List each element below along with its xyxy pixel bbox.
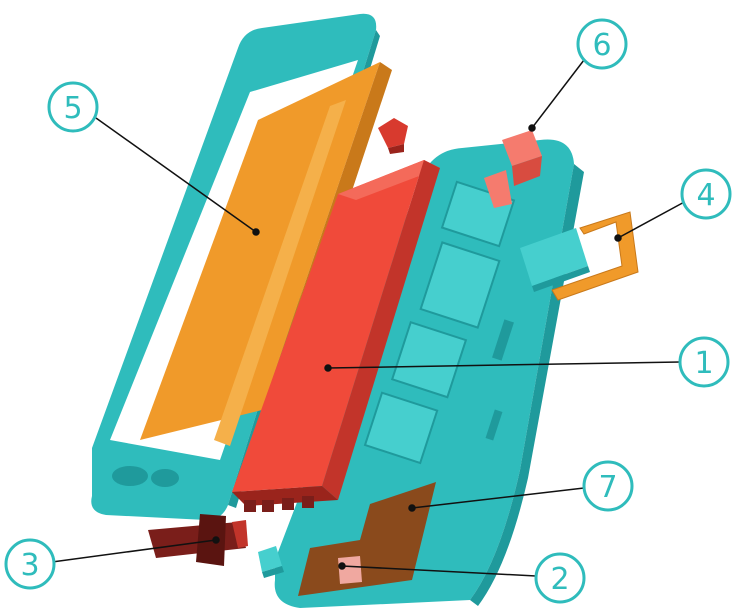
usb-port-part bbox=[148, 514, 248, 566]
callout-1-label: 1 bbox=[694, 346, 713, 381]
callout-2: 2 bbox=[536, 554, 584, 602]
callout-6-label: 6 bbox=[592, 28, 611, 63]
callout-2-label: 2 bbox=[550, 562, 569, 597]
callout-4-label: 4 bbox=[696, 178, 715, 213]
callout-4: 4 bbox=[682, 170, 730, 218]
callout-7-label: 7 bbox=[598, 470, 617, 505]
callout-5: 5 bbox=[49, 83, 97, 131]
leader-line-6 bbox=[532, 60, 584, 128]
callout-1: 1 bbox=[680, 338, 728, 386]
callout-7: 7 bbox=[584, 462, 632, 510]
small-red-part bbox=[378, 118, 408, 154]
callout-5-label: 5 bbox=[63, 91, 82, 126]
callout-3-label: 3 bbox=[20, 548, 39, 583]
pink-chip bbox=[338, 556, 362, 584]
callout-6: 6 bbox=[578, 20, 626, 68]
callout-3: 3 bbox=[6, 540, 54, 588]
